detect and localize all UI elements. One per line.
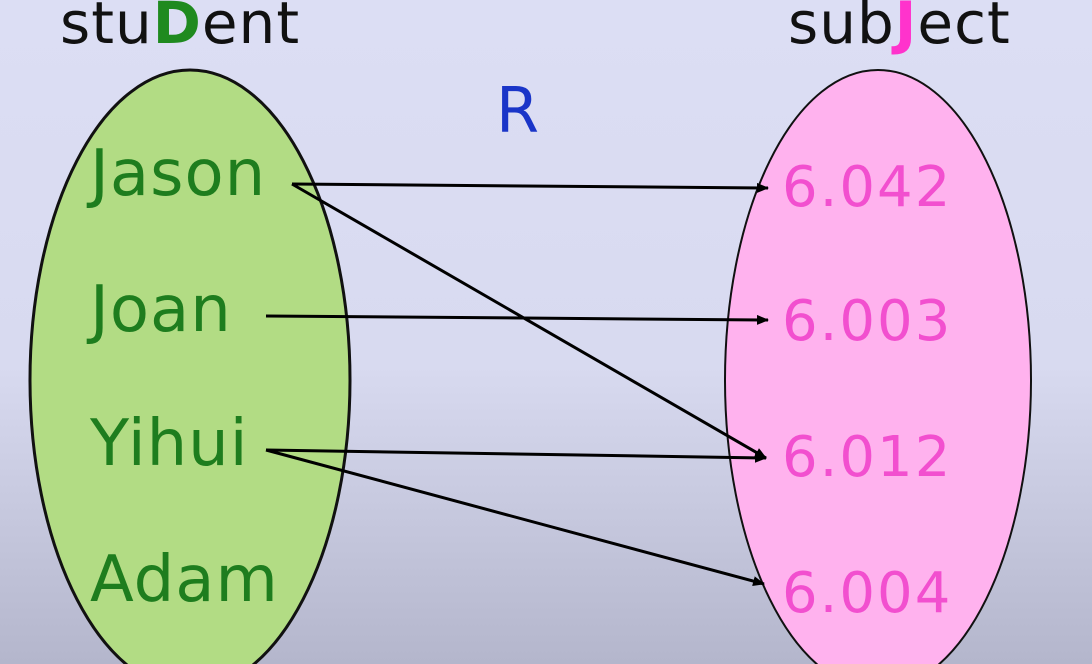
student-set-ellipse [28, 68, 352, 664]
subject-6-012: 6.012 [782, 425, 953, 490]
relation-label: R [496, 74, 540, 147]
student-joan: Joan [90, 273, 232, 347]
student-adam: Adam [90, 543, 279, 617]
student-set-title: stuDent [60, 0, 300, 52]
arrow-yihui-to-6-004 [265, 448, 765, 586]
student-yihui: Yihui [90, 407, 249, 481]
subject-6-003: 6.003 [782, 289, 953, 354]
subject-set-title: subJect [788, 0, 1011, 52]
student-jason: Jason [90, 137, 267, 211]
student-title-suffix: ent [201, 0, 301, 57]
arrow-jason-to-6-012 [291, 182, 767, 460]
subject-set-ellipse [724, 69, 1032, 664]
subject-title-suffix: ect [917, 0, 1011, 57]
arrow-yihui-to-6-012 [265, 448, 767, 463]
subject-title-prefix: sub [788, 0, 895, 57]
subject-6-042: 6.042 [782, 155, 953, 220]
subject-6-004: 6.004 [782, 561, 953, 626]
student-title-highlight: D [152, 0, 202, 57]
subject-title-highlight: J [894, 0, 918, 57]
arrow-joan-to-6-003 [265, 314, 769, 325]
arrow-jason-to-6-042 [291, 182, 769, 193]
student-title-prefix: stu [60, 0, 153, 57]
relation-arrows [265, 182, 769, 586]
